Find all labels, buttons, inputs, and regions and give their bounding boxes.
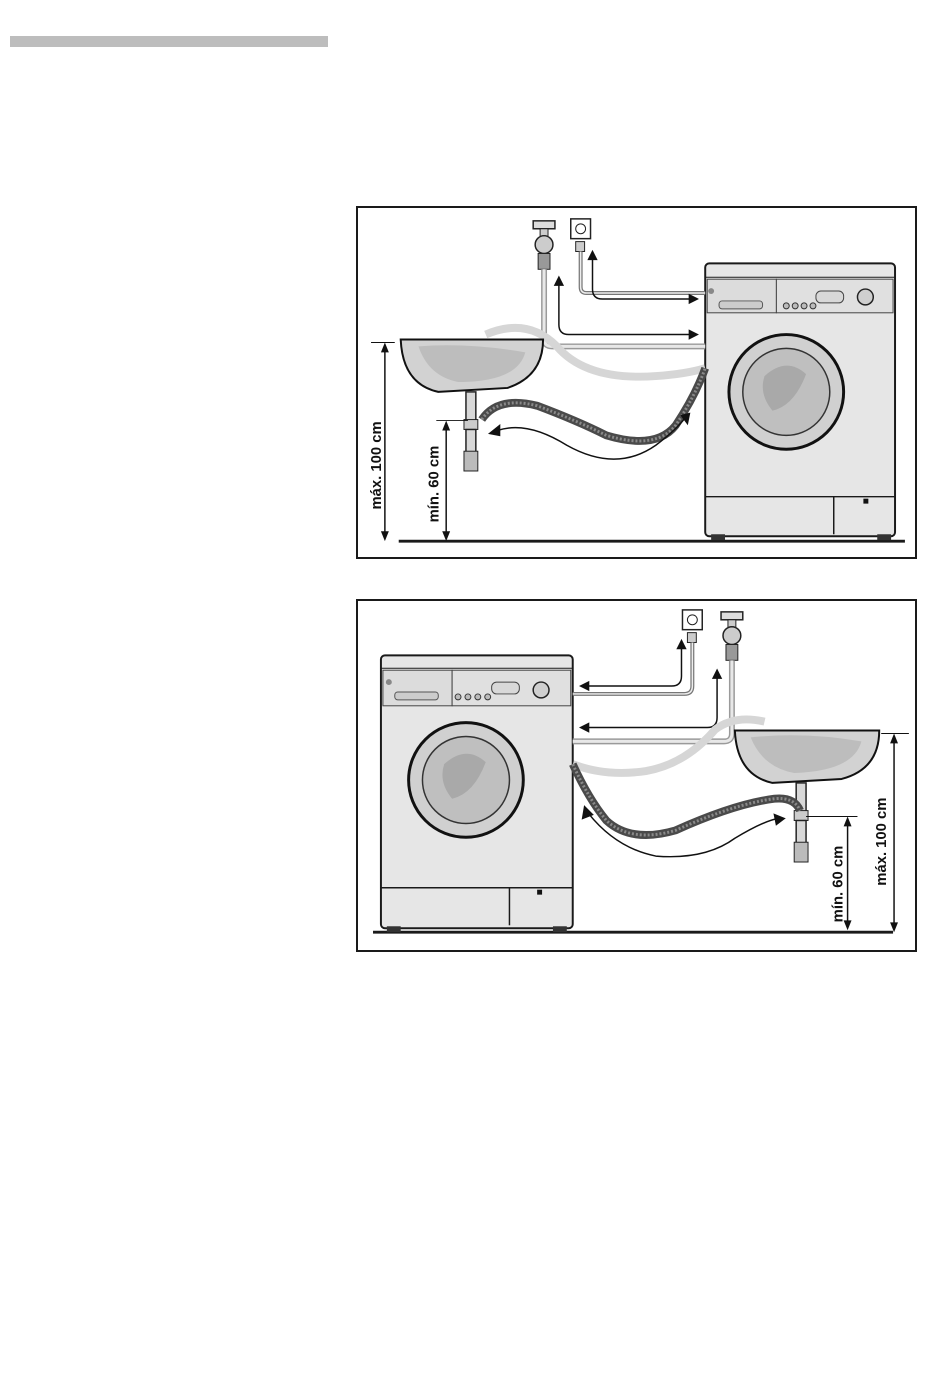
power-socket-icon: [571, 219, 591, 252]
min-height-dimension: mín. 60 cm: [806, 817, 857, 931]
drain-arrow: [583, 807, 785, 857]
cable-arrow: [589, 252, 698, 303]
power-cable: [581, 252, 706, 294]
diagram-2-svg: mín. 60 cm máx. 100 cm: [358, 601, 915, 950]
detergent-drawer: [383, 670, 452, 706]
inlet-hose: [573, 660, 732, 741]
power-socket-icon: [682, 610, 702, 643]
washing-machine: [705, 263, 895, 540]
installation-diagram-2: mín. 60 cm máx. 100 cm: [356, 599, 917, 952]
water-tap-icon: [721, 612, 743, 660]
cable-arrow: [581, 641, 686, 690]
max-height-dimension: máx. 100 cm: [369, 342, 395, 541]
max-height-label: máx. 100 cm: [369, 421, 385, 509]
min-height-label: mín. 60 cm: [831, 846, 847, 923]
water-tap-icon: [533, 221, 555, 269]
hose-arrow: [555, 277, 697, 338]
max-height-dimension: máx. 100 cm: [874, 733, 909, 932]
min-height-dimension: mín. 60 cm: [426, 421, 468, 542]
program-dial-icon: [857, 289, 873, 305]
header-bar: [10, 36, 328, 47]
sink-icon: [735, 731, 879, 862]
program-dial-icon: [533, 682, 549, 698]
washing-machine: [381, 655, 573, 932]
installation-diagram-1: máx. 100 cm mín. 60 cm: [356, 206, 917, 559]
max-height-label: máx. 100 cm: [874, 798, 890, 886]
min-height-label: mín. 60 cm: [426, 446, 442, 523]
hose-arrow: [581, 670, 721, 731]
diagram-1-svg: máx. 100 cm mín. 60 cm: [358, 208, 915, 557]
